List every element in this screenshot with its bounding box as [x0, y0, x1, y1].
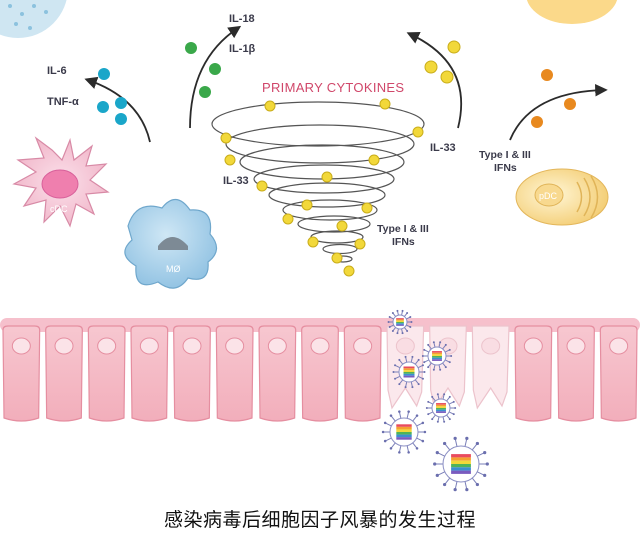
epithelial-cell [130, 325, 169, 422]
il33-right-dots [424, 40, 461, 84]
arrow-il6-tnf [84, 76, 151, 143]
cell-nucleus [609, 337, 629, 355]
label-tnf-alpha: TNF-α [47, 96, 79, 108]
epithelial-cell [258, 325, 297, 422]
epithelial-cell [343, 325, 382, 422]
epithelial-cell [301, 325, 339, 422]
epithelial-cell [557, 325, 595, 422]
label-pdc: pDC [539, 191, 558, 201]
cell-nucleus [139, 337, 159, 355]
label-type-ifn-center-1: Type I & III [377, 223, 429, 235]
cell-nucleus [11, 337, 31, 355]
label-primary-cytokines: PRIMARY CYTOKINES [262, 80, 404, 95]
cytokine-tornado [211, 101, 425, 263]
label-il18: IL-18 [229, 13, 255, 25]
cell-nucleus [481, 337, 501, 355]
label-il1b: IL-1β [229, 43, 256, 55]
ifn-orange-dots [531, 69, 576, 128]
top-left-partial-cell [0, 0, 67, 38]
virus-particle [387, 309, 413, 335]
label-type-ifn-center-2: IFNs [392, 236, 415, 248]
virus-particle [392, 355, 426, 389]
epithelial-cell [173, 325, 211, 422]
cell-nucleus [182, 337, 202, 355]
cell-nucleus [97, 337, 117, 355]
epithelial-cell [87, 325, 126, 422]
cell-nucleus [54, 337, 74, 355]
epithelial-cell [514, 325, 553, 422]
virus-particle [425, 393, 457, 423]
label-il33-left: IL-33 [223, 175, 249, 187]
epithelial-cells [2, 325, 638, 422]
label-il33-right: IL-33 [430, 142, 456, 154]
epithelial-cell [215, 325, 254, 422]
label-type-ifn-right-2: IFNs [494, 162, 517, 174]
virus-particle [433, 436, 489, 492]
arrow-il18-il1b [189, 25, 242, 129]
il6-tnf-dots [97, 68, 127, 125]
epithelial-cell [45, 325, 83, 422]
macrophage-cell: MØ [124, 198, 218, 289]
il18-il1b-dots [185, 42, 221, 98]
cell-nucleus [225, 337, 245, 355]
tornado-yellow-dots [220, 98, 424, 277]
label-il6: IL-6 [47, 65, 67, 77]
cell-nucleus [267, 337, 287, 355]
caption: 感染病毒后细胞因子风暴的发生过程 [163, 509, 476, 531]
top-right-partial-cell [526, 0, 618, 24]
cdc-cell: cDC [12, 136, 110, 228]
label-macrophage: MØ [166, 264, 181, 274]
virus-particle [421, 341, 453, 371]
cell-nucleus [523, 337, 543, 355]
arrow-type-ifn [509, 83, 608, 141]
epithelial-cell [2, 325, 41, 422]
epithelium [0, 318, 640, 422]
cell-nucleus [395, 337, 415, 355]
label-cdc: cDC [50, 204, 68, 214]
epithelial-cell [599, 325, 638, 422]
virus-particle [381, 410, 427, 454]
cell-nucleus [310, 337, 330, 355]
arrow-il33-right [406, 32, 463, 129]
label-type-ifn-right-1: Type I & III [479, 149, 531, 161]
virus-particles [381, 309, 489, 492]
cell-nucleus [566, 337, 586, 355]
pdc-cell: pDC [515, 168, 609, 226]
cell-nucleus [353, 337, 373, 355]
